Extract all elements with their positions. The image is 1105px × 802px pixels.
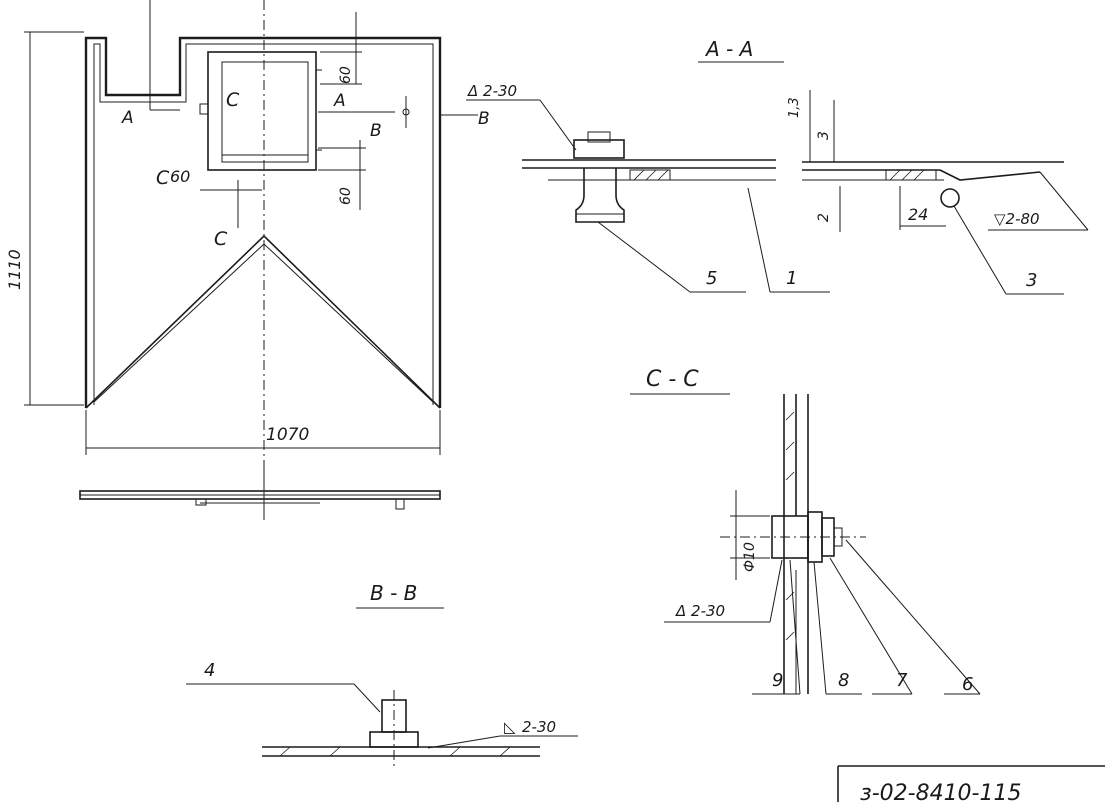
drawing-number: з-02-8410-115: [860, 781, 1022, 802]
dim-60-bottom: 60: [338, 187, 354, 205]
dim-24: 24: [908, 205, 928, 224]
weld-cc: Δ 2-30: [675, 602, 725, 620]
section-aa-left: [466, 99, 830, 293]
part-5: 5: [706, 268, 717, 289]
window-inner: [221, 61, 309, 163]
dim-60-top: 60: [338, 66, 354, 84]
plan-view: [24, 0, 478, 520]
part-4: 4: [204, 660, 215, 681]
dim-2: 2: [816, 213, 832, 222]
mark-c-bottom: C: [214, 228, 228, 250]
weld-aa: Δ 2-30: [467, 82, 517, 100]
dim-13: 1,3: [787, 97, 802, 118]
mark-a-left: A: [121, 108, 134, 128]
plate-outline: [84, 36, 442, 408]
section-bb: [186, 683, 578, 770]
part-6: 6: [962, 674, 973, 695]
part-9: 9: [772, 670, 783, 691]
mark-c-left: C: [156, 167, 170, 189]
weld-bb: 2-30: [522, 718, 556, 736]
side-view: [79, 470, 441, 520]
window-frame: [207, 51, 317, 171]
dim-height: 1110: [5, 249, 24, 290]
weld-bb-symbol: ◺: [504, 718, 516, 736]
mark-b-mid: B: [370, 121, 382, 141]
section-cc: [664, 394, 981, 695]
weld-aa-2: ▽2-80: [994, 210, 1040, 228]
section-aa-right: [802, 90, 1089, 295]
part-7: 7: [896, 670, 908, 691]
dim-60-left: 60: [170, 167, 190, 186]
part-1: 1: [786, 268, 797, 289]
hinge-left: [199, 103, 209, 115]
section-aa-title: A - A: [704, 37, 753, 61]
section-cc-title: C - C: [646, 367, 699, 392]
dim-width: 1070: [266, 425, 309, 445]
section-bb-title: B - B: [370, 581, 417, 605]
dim-3: 3: [816, 131, 832, 140]
part-3: 3: [1026, 270, 1037, 291]
part-8: 8: [838, 670, 849, 691]
mark-c-top: C: [226, 89, 240, 111]
mark-b-right: B: [478, 109, 490, 129]
dim-d10: Ф10: [742, 542, 758, 572]
v-cutout: [85, 234, 441, 409]
mark-a-right: A: [333, 91, 346, 111]
